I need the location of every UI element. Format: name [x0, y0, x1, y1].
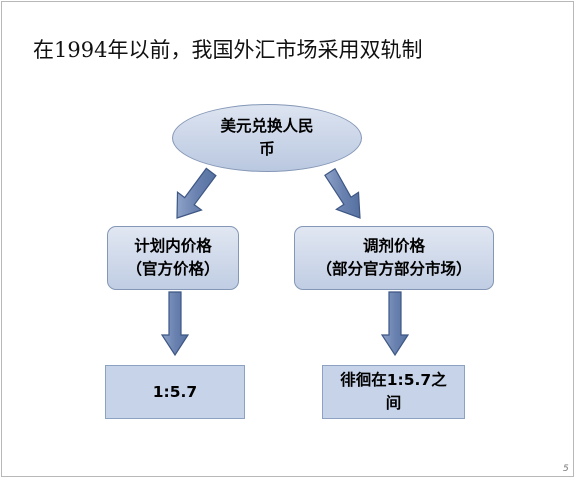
- swap-price-node: 调剂价格 （部分官方部分市场）: [294, 226, 494, 290]
- arrow-right-to-result: [380, 291, 410, 357]
- swap-rate-node: 徘徊在1:5.7之 间: [322, 365, 465, 419]
- swap-price-line1: 调剂价格: [362, 237, 425, 255]
- root-node-line2: 币: [259, 140, 275, 158]
- swap-rate-line2: 间: [385, 394, 402, 412]
- plan-price-line2: （官方价格）: [126, 260, 220, 278]
- arrow-root-to-left: [176, 167, 217, 219]
- page-number: 5: [563, 464, 569, 474]
- root-node-usd-rmb: 美元兑换人民 币: [172, 104, 362, 172]
- plan-rate-text: 1:5.7: [152, 382, 198, 401]
- root-node-line1: 美元兑换人民: [220, 117, 314, 135]
- arrow-root-to-right: [324, 167, 361, 219]
- swap-rate-line1: 徘徊在1:5.7之: [340, 371, 447, 389]
- arrow-left-to-result: [160, 291, 190, 357]
- slide-title: 在1994年以前，我国外汇市场采用双轨制: [33, 38, 423, 62]
- plan-rate-node: 1:5.7: [105, 365, 245, 419]
- plan-price-node: 计划内价格 （官方价格）: [107, 226, 239, 290]
- swap-price-line2: （部分官方部分市场）: [316, 260, 472, 278]
- plan-price-line1: 计划内价格: [134, 237, 212, 255]
